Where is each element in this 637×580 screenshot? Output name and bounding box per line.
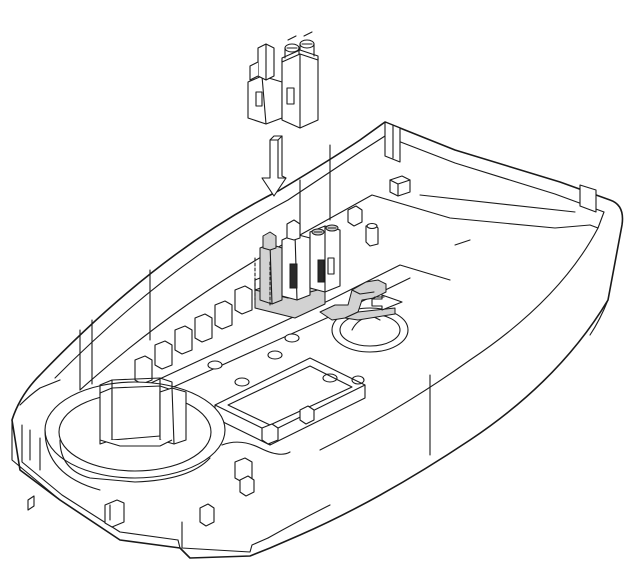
gray-bracket [319,279,396,321]
front-latches [27,441,291,528]
locating-pins [347,205,379,247]
housing-base [11,121,624,559]
housing-corner-posts [384,121,597,246]
clip-row [134,275,273,385]
insertion-arrow [261,135,287,197]
mounted-terminals [254,219,341,319]
bracket-arrow [371,294,403,311]
boss-ring [44,377,226,491]
terminal-block [247,31,319,129]
left-inner-wall [79,144,331,391]
center-recess [214,357,366,446]
